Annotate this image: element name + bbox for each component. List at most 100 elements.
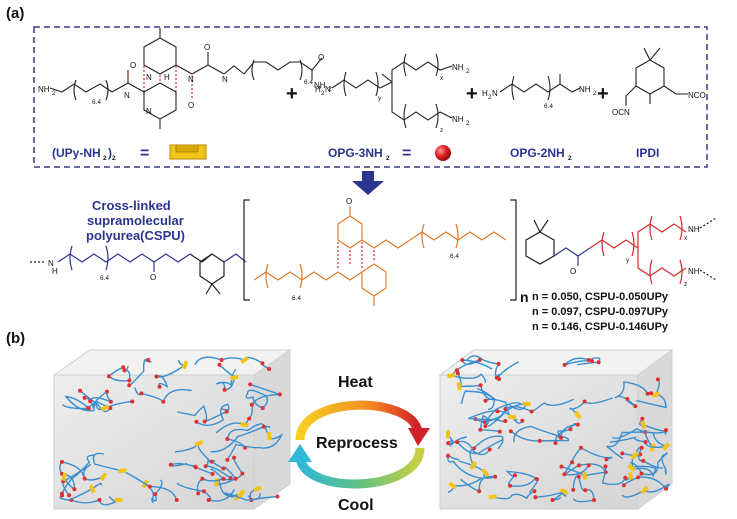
crosslink-point <box>275 494 280 499</box>
crosslink-point <box>200 476 205 481</box>
atom-n: N <box>325 85 331 94</box>
upy-dimer-marker <box>627 471 634 481</box>
variant-3: n = 0.146, CSPU-0.146UPy <box>532 321 669 333</box>
polymer-chain <box>563 446 613 476</box>
crosslink-point <box>78 388 82 393</box>
crosslink-point <box>221 476 226 481</box>
crosslink-point <box>571 487 576 492</box>
crosslink-point <box>232 455 237 460</box>
opg2-structure <box>499 74 581 101</box>
atom-nh2: NH <box>452 115 464 124</box>
crosslink-point <box>508 483 513 488</box>
upy-label: (UPy-NH <box>52 146 101 160</box>
upy-dimer-marker <box>582 471 588 480</box>
variant-2: n = 0.097, CSPU-0.097UPy <box>532 306 669 318</box>
opg3-structure <box>331 53 453 129</box>
plus-sign-2: + <box>466 83 478 105</box>
crosslink-point <box>105 389 109 394</box>
polymer-chain <box>469 435 504 466</box>
crosslink-point <box>633 404 638 409</box>
atom-o: O <box>188 101 194 110</box>
crosslink-point <box>260 406 265 410</box>
upy-label-sub2: 2 <box>112 155 116 162</box>
crosslink-point <box>261 424 266 429</box>
heat-arrowhead-icon <box>408 428 430 446</box>
network-box-before <box>52 349 292 510</box>
crosslink-point <box>174 498 179 502</box>
crosslink-point <box>559 435 564 440</box>
polymer-chain <box>224 491 261 501</box>
crosslink-point <box>533 495 538 500</box>
crosslink-point <box>649 391 654 396</box>
upy-dimer-marker <box>88 484 96 494</box>
crosslink-point <box>210 472 215 476</box>
crosslink-point <box>570 460 575 465</box>
upy-dimer-marker <box>100 404 110 412</box>
repeat-n-label: n <box>520 289 529 305</box>
upy-dimer-icon <box>169 144 207 160</box>
crosslink-point <box>534 477 539 482</box>
crosslink-point <box>139 391 144 396</box>
atom-nh2: NH <box>579 85 591 94</box>
atom-h2n-sub: 2 <box>321 90 325 97</box>
upy-dimer-marker <box>559 487 569 496</box>
upy-dimer-structure <box>49 28 323 129</box>
product-title-line3: polyurea(CSPU) <box>86 228 185 243</box>
upy-dimer-marker <box>194 439 204 447</box>
crosslink-point <box>639 471 644 476</box>
equals-sign-1: = <box>140 145 149 162</box>
polymer-chain <box>134 387 192 404</box>
crosslink-point <box>153 492 158 497</box>
crosslink-point <box>604 457 609 462</box>
atom-n: N <box>222 75 228 84</box>
atom-h2n-sub: 2 <box>488 94 492 101</box>
polymer-chain <box>485 398 523 424</box>
upy-label-close: ) <box>108 146 112 160</box>
reprocess-cycle-arrows <box>288 400 430 489</box>
crosslink-point <box>455 368 459 373</box>
atom-n: N <box>492 89 498 98</box>
crosslink-point <box>496 361 501 366</box>
crosslink-point <box>88 399 93 404</box>
upy-dimer-marker <box>640 420 647 430</box>
upy-dimer-marker <box>448 481 457 490</box>
crosslink-point <box>537 438 542 443</box>
crosslink-point <box>487 447 492 452</box>
upy-dimer-marker <box>522 401 531 407</box>
crosslink-point <box>586 463 591 468</box>
polymer-chain <box>535 490 567 501</box>
crosslink-point <box>446 441 451 446</box>
ipdi-label: IPDI <box>636 146 659 160</box>
polymer-chain <box>450 359 493 383</box>
crosslink-point <box>67 493 72 498</box>
opg2-label-sub: 2 <box>568 155 572 162</box>
repeat-x: x <box>684 235 688 242</box>
polymer-chain <box>128 358 152 387</box>
polymer-chain <box>196 403 230 426</box>
upy-dimer-marker <box>181 360 189 370</box>
crosslink-point <box>582 399 587 404</box>
upy-dimer-marker <box>118 468 127 473</box>
upy-dimer-marker <box>237 489 246 498</box>
atom-h: H <box>52 267 58 276</box>
crosslink-point <box>568 427 573 432</box>
upy-dimer-marker <box>469 460 478 470</box>
crosslink-point <box>260 361 265 366</box>
crosslink-point <box>532 489 537 494</box>
atom-o: O <box>570 267 576 276</box>
upy-dimer-marker <box>573 410 582 420</box>
crosslink-point <box>202 419 207 424</box>
crosslink-point <box>503 419 508 423</box>
upy-dimer-marker <box>488 494 497 499</box>
crosslink-point <box>222 387 227 392</box>
atom-h: H <box>164 73 170 82</box>
atom-nh2-sub: 2 <box>593 90 597 97</box>
crosslink-point <box>639 445 644 450</box>
crosslink-point <box>249 402 254 407</box>
crosslink-point <box>206 498 211 502</box>
polymer-chain <box>466 355 520 381</box>
crosslink-point <box>193 465 198 470</box>
crosslink-point <box>154 374 159 379</box>
crosslink-point <box>497 377 502 382</box>
plus-sign-3: + <box>597 83 609 105</box>
